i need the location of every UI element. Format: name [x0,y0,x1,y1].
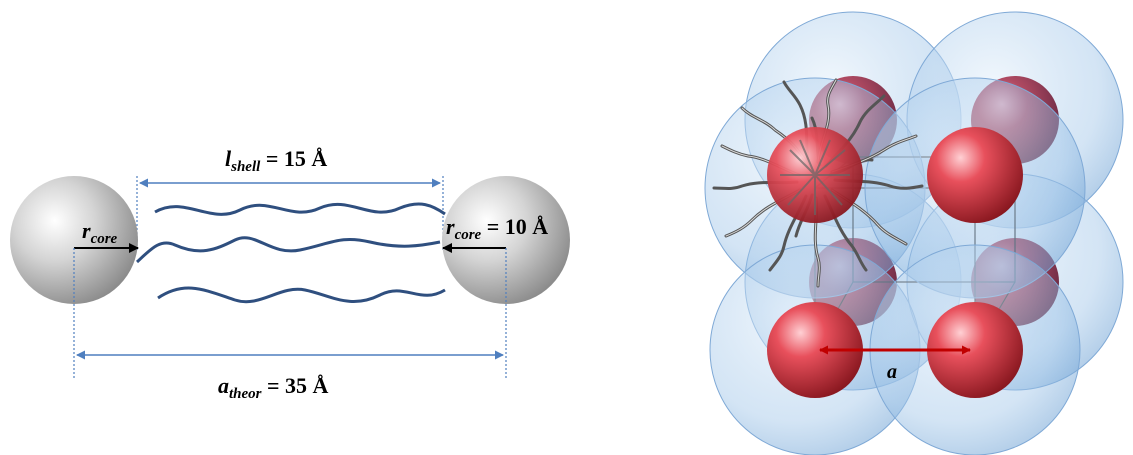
ligand-chain-bottom [157,286,446,304]
core-sphere-front-bottom-right [927,302,1023,398]
right-panel: a [704,11,1124,455]
core-radius-label-left: rcore [82,218,118,247]
core-sphere-right [442,176,570,304]
ligand-anchors [780,139,850,215]
shell-length-label: lshell = 15 Å [225,146,327,175]
left-panel: lshell = 15 Å rcore rcore = 10 Å atheor … [10,146,570,402]
core-radius-label-right: rcore = 10 Å [446,214,548,243]
core-sphere-front-top-right [927,127,1023,223]
lattice-parameter-label: a [887,361,897,383]
core-sphere-left [10,176,138,304]
lattice-theor-label: atheor = 35 Å [218,373,329,402]
core-sphere-front-bottom-left [767,302,863,398]
ligand-chain-middle [135,236,441,264]
ligand-chain-top [154,202,446,216]
